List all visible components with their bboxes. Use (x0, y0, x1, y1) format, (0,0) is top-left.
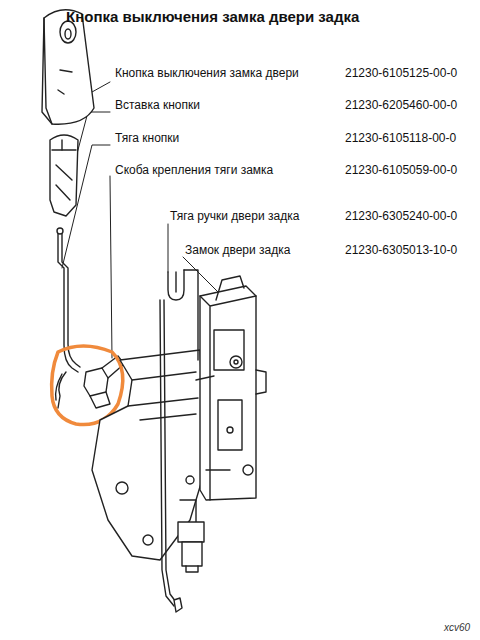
part-name: Тяга кнопки (115, 131, 179, 145)
button-rod (56, 228, 80, 408)
watermark: xcv60 (444, 622, 470, 633)
part-number: 21230-6105125-00-0 (345, 66, 457, 80)
highlight-circle (52, 346, 123, 425)
part-name: Скоба крепления тяги замка (115, 163, 273, 177)
mounting-plate (92, 350, 205, 560)
part-name: Тяга ручки двери задка (170, 209, 299, 223)
diagram-title: Кнопка выключения замка двери задка (66, 8, 359, 25)
part-name: Вставка кнопки (115, 98, 200, 112)
tailgate-lock (196, 276, 266, 500)
part-number: 21230-6205460-00-0 (345, 98, 457, 112)
button-insert (50, 135, 78, 216)
lock-bottom-fitting (178, 500, 204, 572)
part-number: 21230-6305240-00-0 (345, 209, 457, 223)
part-name: Замок двери задка (185, 243, 290, 257)
door-lock-button (42, 10, 94, 124)
part-number: 21230-6105059-00-0 (345, 163, 457, 177)
part-number: 21230-6105118-00-0 (345, 131, 456, 145)
part-number: 21230-6305013-10-0 (345, 243, 457, 257)
part-name: Кнопка выключения замка двери (115, 66, 299, 80)
